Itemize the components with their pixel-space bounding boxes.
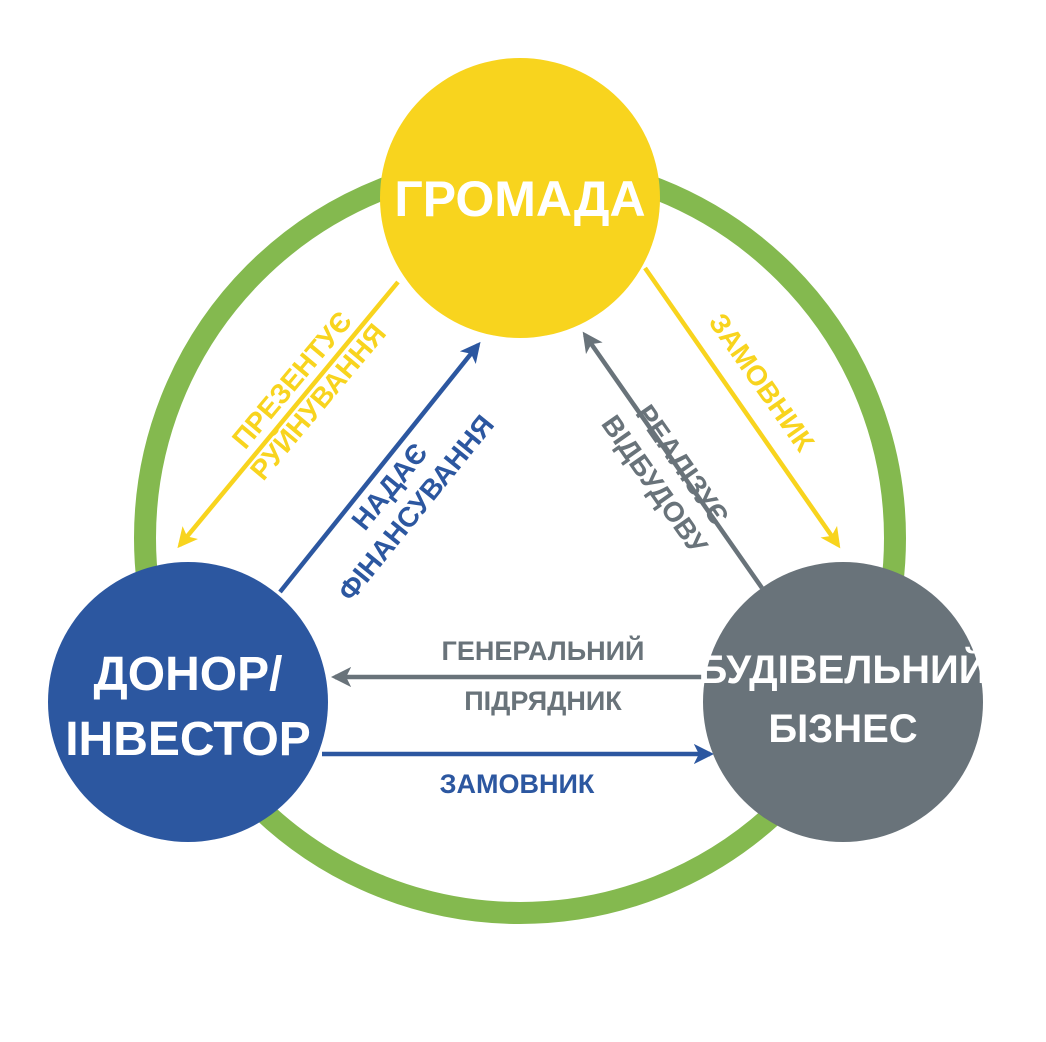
arrow-community-to-business [643, 266, 841, 549]
arrow-donor-to-community [278, 341, 481, 594]
business-node-label-line1: БУДІВЕЛЬНИЙ [699, 646, 988, 692]
arrow-community-to-donor [177, 280, 400, 549]
arrow-business-to-community [582, 331, 764, 590]
edge-label-customer-bottom: ЗАМОВНИК [440, 769, 595, 799]
edge-label-general-contractor-line1: ГЕНЕРАЛЬНИЙ [442, 635, 645, 666]
community-node [380, 58, 660, 338]
donor-node-label-line1: ДОНОР/ [94, 648, 283, 701]
donor-node [48, 562, 328, 842]
business-node [703, 562, 983, 842]
donor-node-label-line2: ІНВЕСТОР [65, 713, 311, 766]
edge-label-general-contractor-line2: ПІДРЯДНИК [464, 686, 622, 716]
business-node-label-line2: БІЗНЕС [768, 707, 917, 751]
community-node-label: ГРОМАДА [394, 171, 645, 227]
